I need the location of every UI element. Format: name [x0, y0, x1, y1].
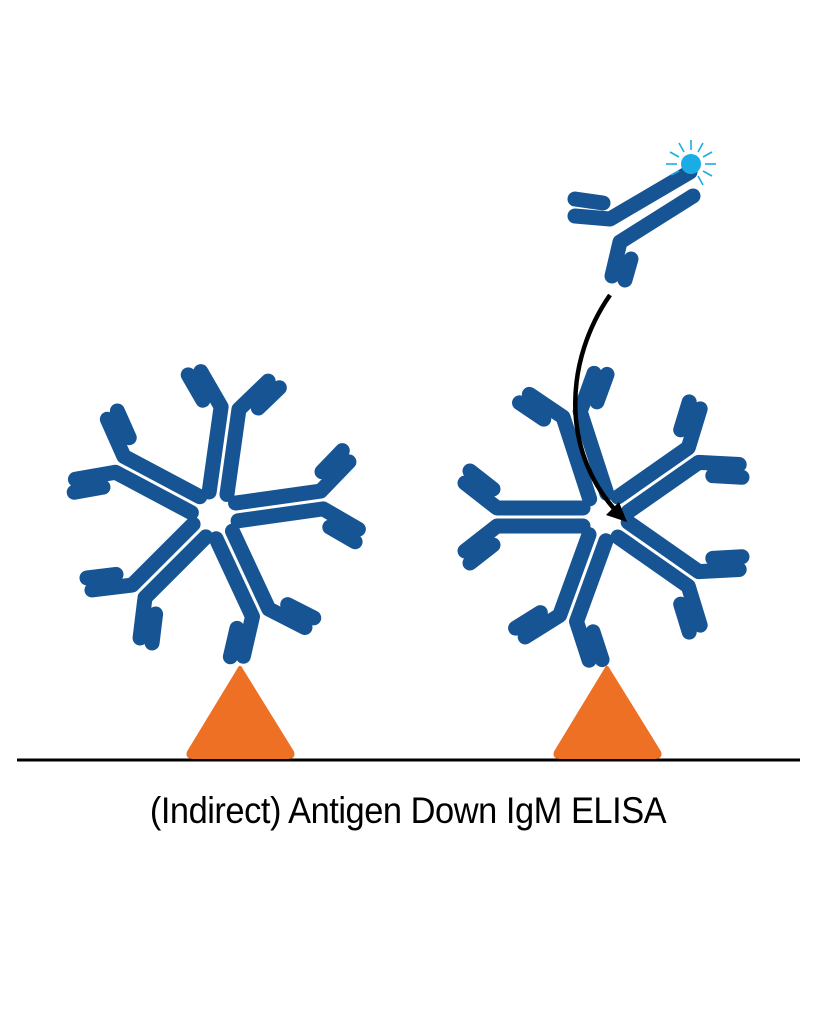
left-antigen [186, 666, 295, 759]
secondary-antibody [567, 164, 701, 288]
right-antigen [553, 666, 662, 759]
diagram-caption: (Indirect) Antigen Down IgM ELISA [149, 790, 667, 831]
label-glow-icon [666, 140, 716, 186]
right-igm-pentamer [465, 370, 746, 665]
binding-arrow [573, 293, 627, 522]
left-igm-pentamer [70, 370, 360, 661]
